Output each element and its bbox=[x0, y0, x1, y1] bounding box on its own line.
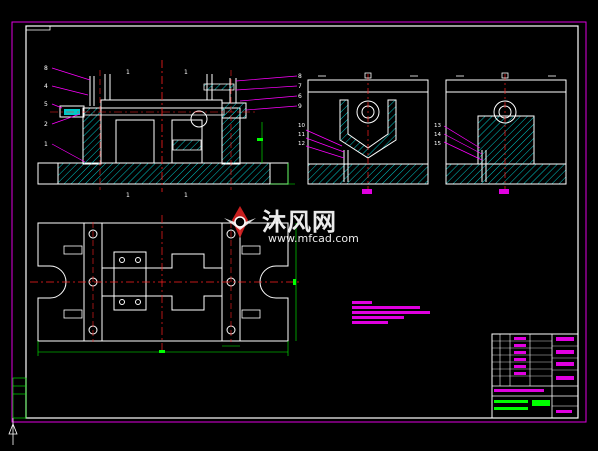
part-label: 13 bbox=[434, 123, 441, 129]
title-block bbox=[491, 333, 579, 419]
part-label: 5 bbox=[44, 101, 48, 108]
front-view bbox=[37, 60, 295, 192]
part-label: 10 bbox=[298, 123, 305, 129]
plan-view bbox=[30, 215, 300, 356]
front-view-leaders bbox=[51, 67, 298, 163]
section-1-part-labels: 10 11 12 bbox=[298, 123, 305, 147]
part-label: 7 bbox=[298, 83, 302, 90]
corner-mark bbox=[26, 26, 51, 31]
arrow-marker bbox=[8, 422, 18, 435]
section-mark: 1 bbox=[184, 69, 188, 76]
left-side-block bbox=[12, 377, 27, 419]
part-label: 2 bbox=[44, 121, 48, 128]
part-label: 4 bbox=[44, 83, 48, 90]
part-label: 11 bbox=[298, 132, 305, 138]
front-view-part-labels: 8 4 5 2 1 8 7 6 9 1 1 1 1 bbox=[44, 65, 302, 199]
section-view-1 bbox=[305, 72, 429, 194]
part-label: 12 bbox=[298, 141, 305, 147]
part-label: 14 bbox=[434, 132, 441, 138]
section-mark: 1 bbox=[184, 192, 188, 199]
part-label: 8 bbox=[44, 65, 48, 72]
section-mark: 1 bbox=[126, 69, 130, 76]
section-2-part-labels: 13 14 15 bbox=[434, 123, 441, 147]
outer-frame bbox=[11, 21, 587, 423]
part-label: 6 bbox=[298, 93, 302, 100]
section-mark: 1 bbox=[126, 192, 130, 199]
inner-frame bbox=[25, 25, 579, 419]
part-label: 8 bbox=[298, 73, 302, 80]
section-view-2 bbox=[443, 72, 567, 194]
technical-notes bbox=[352, 301, 430, 324]
part-label: 9 bbox=[298, 103, 302, 110]
part-label: 1 bbox=[44, 141, 48, 148]
part-label: 15 bbox=[434, 141, 441, 147]
